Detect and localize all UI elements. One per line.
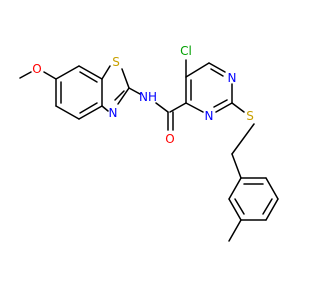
atom-label: N [228,71,237,85]
bond [101,65,111,80]
bond [55,65,80,80]
atom-cl: Cl [180,44,192,58]
atom-s-thioether: S [246,109,254,123]
atom-label: S [246,109,254,123]
bond [234,198,245,215]
bond [55,105,80,120]
atom-label: O [32,62,41,76]
atom-n-pyrimidine-bottom: N [205,109,214,123]
bond [117,87,130,105]
bond [101,105,109,112]
bond [185,102,204,113]
bond [210,68,224,77]
atom-n-pyrimidine-top: N [228,71,237,85]
bond [265,177,279,200]
atom-o-methoxy: O [32,62,41,76]
bond [228,177,242,200]
atom-nh-amide: NH [139,90,157,104]
atom-n-thiazole: N [109,106,118,120]
atom-s-thiazole: S [112,55,120,69]
bond [228,198,242,221]
bond [213,99,228,108]
atom-label: S [112,55,120,69]
bond [79,102,98,114]
molecule-structure: O S N NH O Cl N N S [19,44,279,242]
bond [19,71,32,79]
bond [231,102,245,113]
bond [215,102,233,113]
bond [231,123,255,155]
bond [169,102,187,113]
atom-label: N [109,106,118,120]
atom-label: O [165,132,174,146]
bond [128,87,141,95]
bond [79,71,98,83]
atom-label: NH [139,90,157,104]
atom-label: N [205,109,214,123]
bond [78,65,103,80]
bond [231,153,242,179]
bond [265,198,279,221]
bond [121,68,130,89]
bond [262,198,273,215]
bond-lines [19,59,279,242]
atom-o-amide: O [165,132,174,146]
atom-labels: O S N NH O Cl N N S [32,44,254,146]
bond [155,102,169,113]
bond [228,219,242,242]
atom-label: Cl [180,44,192,58]
bond [185,62,210,78]
bond [208,62,226,73]
bond [78,105,103,120]
bond [43,71,57,80]
bond [114,90,125,101]
